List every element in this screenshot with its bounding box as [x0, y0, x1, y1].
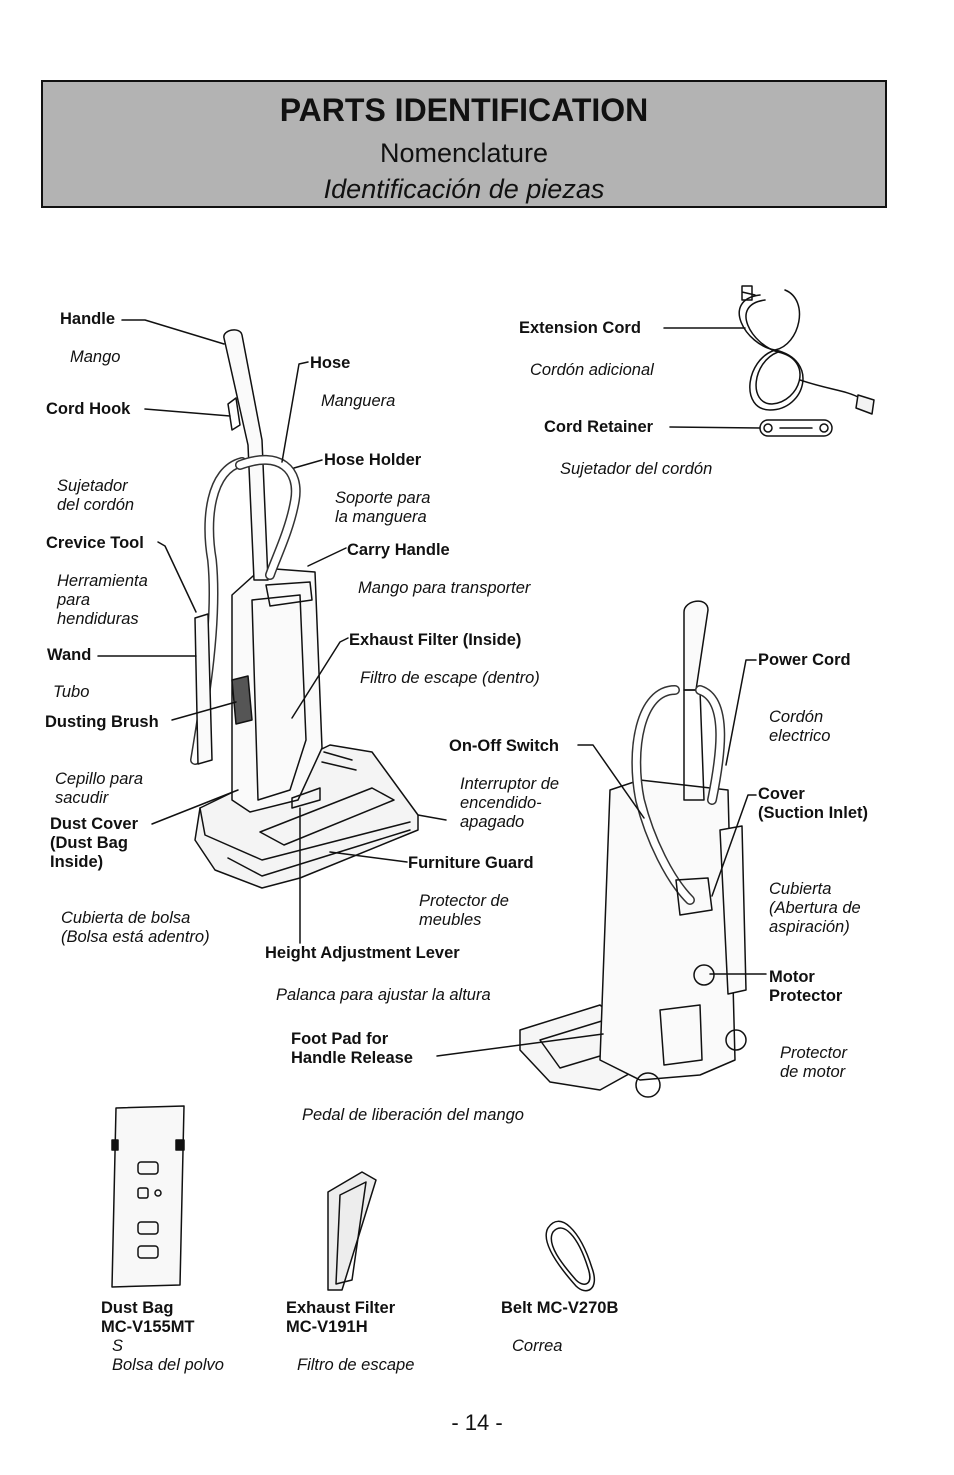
label-motor-es-2: de motor [780, 1063, 846, 1081]
label-handle: Handle [60, 310, 116, 328]
label-belt-es: Correa [512, 1337, 563, 1355]
label-handle-es: Mango [70, 348, 121, 366]
label-cover-2: (Suction Inlet) [758, 804, 868, 822]
page-number: - 14 - [451, 1410, 503, 1435]
label-foot-pad-2: Handle Release [291, 1049, 413, 1067]
label-dust-bag-2: MC-V155MT [101, 1318, 195, 1336]
label-hose: Hose [310, 354, 351, 372]
label-wand-es: Tubo [53, 683, 90, 701]
label-cord-retainer-es: Sujetador del cordón [560, 460, 713, 478]
label-on-off-es-2: encendido- [460, 794, 542, 812]
label-on-off-es-1: Interruptor de [460, 775, 560, 793]
page-title: PARTS IDENTIFICATION [279, 92, 649, 128]
label-hose-es: Manguera [321, 392, 396, 410]
label-dust-cover-es-2: (Bolsa está adentro) [61, 928, 210, 946]
vacuum-front-illustration [190, 329, 419, 889]
label-exhaust-filter-1: Exhaust Filter [286, 1299, 396, 1317]
label-furniture-guard-es-1: Protector de [419, 892, 509, 910]
label-motor-1: Motor [769, 968, 815, 986]
label-on-off-es-3: apagado [460, 813, 525, 831]
label-belt: Belt MC-V270B [501, 1299, 619, 1317]
label-dusting-brush: Dusting Brush [45, 713, 159, 731]
page-header: PARTS IDENTIFICATION Nomenclature Identi… [41, 80, 887, 208]
label-crevice-es-2: para [57, 591, 91, 609]
label-dust-cover-3: Inside) [50, 853, 104, 871]
page-subtitle-french: Nomenclature [379, 138, 549, 168]
label-wand: Wand [47, 646, 92, 664]
label-dusting-es-2: sacudir [55, 789, 109, 807]
label-height-lever-es: Palanca para ajustar la altura [276, 986, 491, 1004]
cord-retainer-illustration [759, 419, 833, 437]
label-on-off-switch: On-Off Switch [449, 737, 559, 755]
dust-bag-illustration [111, 1105, 185, 1288]
label-cord-hook-es-1: Sujetador [57, 477, 128, 495]
label-crevice-es-1: Herramienta [57, 572, 148, 590]
label-foot-pad-1: Foot Pad for [291, 1030, 389, 1048]
label-extension-cord: Extension Cord [519, 319, 641, 337]
extension-cord-illustration [738, 285, 875, 415]
label-motor-2: Protector [769, 987, 843, 1005]
label-carry-handle: Carry Handle [347, 541, 450, 559]
label-exhaust-filter-es: Filtro de escape [297, 1356, 415, 1374]
label-power-cord-es-1: Cordón [769, 708, 824, 726]
exhaust-filter-illustration [327, 1171, 377, 1291]
label-crevice-es-3: hendiduras [57, 610, 139, 628]
label-dust-bag-1: Dust Bag [101, 1299, 174, 1317]
vacuum-rear-illustration [519, 600, 747, 1098]
label-cover-es-2: (Abertura de [769, 899, 861, 917]
label-furniture-guard-es-2: meubles [419, 911, 482, 929]
belt-illustration [545, 1220, 596, 1292]
label-cord-hook-es-2: del cordón [57, 496, 135, 514]
label-power-cord-es-2: electrico [769, 727, 831, 745]
label-exhaust-filter-2: MC-V191H [286, 1318, 368, 1336]
page-subtitle-spanish: Identificación de piezas [323, 174, 605, 204]
label-dust-cover-es-1: Cubierta de bolsa [61, 909, 191, 927]
label-dusting-es-1: Cepillo para [55, 770, 144, 788]
label-dust-bag-3: S [112, 1337, 124, 1355]
label-cord-hook: Cord Hook [46, 400, 131, 418]
label-hose-holder: Hose Holder [324, 451, 422, 469]
label-exhaust-filter-inside: Exhaust Filter (Inside) [349, 631, 522, 649]
label-cover-es-1: Cubierta [769, 880, 832, 898]
label-dust-cover-2: (Dust Bag [50, 834, 128, 852]
label-crevice-tool: Crevice Tool [46, 534, 144, 552]
label-hose-holder-es-2: la manguera [335, 508, 427, 526]
label-dust-bag-es: Bolsa del polvo [112, 1356, 224, 1374]
label-cover-1: Cover [758, 785, 805, 803]
label-exhaust-filter-inside-es: Filtro de escape (dentro) [360, 669, 540, 687]
label-height-adjustment-lever: Height Adjustment Lever [265, 944, 460, 962]
label-hose-holder-es-1: Soporte para [335, 489, 431, 507]
label-power-cord: Power Cord [758, 651, 851, 669]
label-cord-retainer: Cord Retainer [544, 418, 654, 436]
label-dust-cover-1: Dust Cover [50, 815, 139, 833]
label-carry-handle-es: Mango para transporter [358, 579, 531, 597]
label-furniture-guard: Furniture Guard [408, 854, 534, 872]
label-motor-es-1: Protector [780, 1044, 847, 1062]
label-extension-cord-es: Cordón adicional [530, 361, 654, 379]
label-foot-pad-es: Pedal de liberación del mango [302, 1106, 524, 1124]
label-cover-es-3: aspiración) [769, 918, 850, 936]
